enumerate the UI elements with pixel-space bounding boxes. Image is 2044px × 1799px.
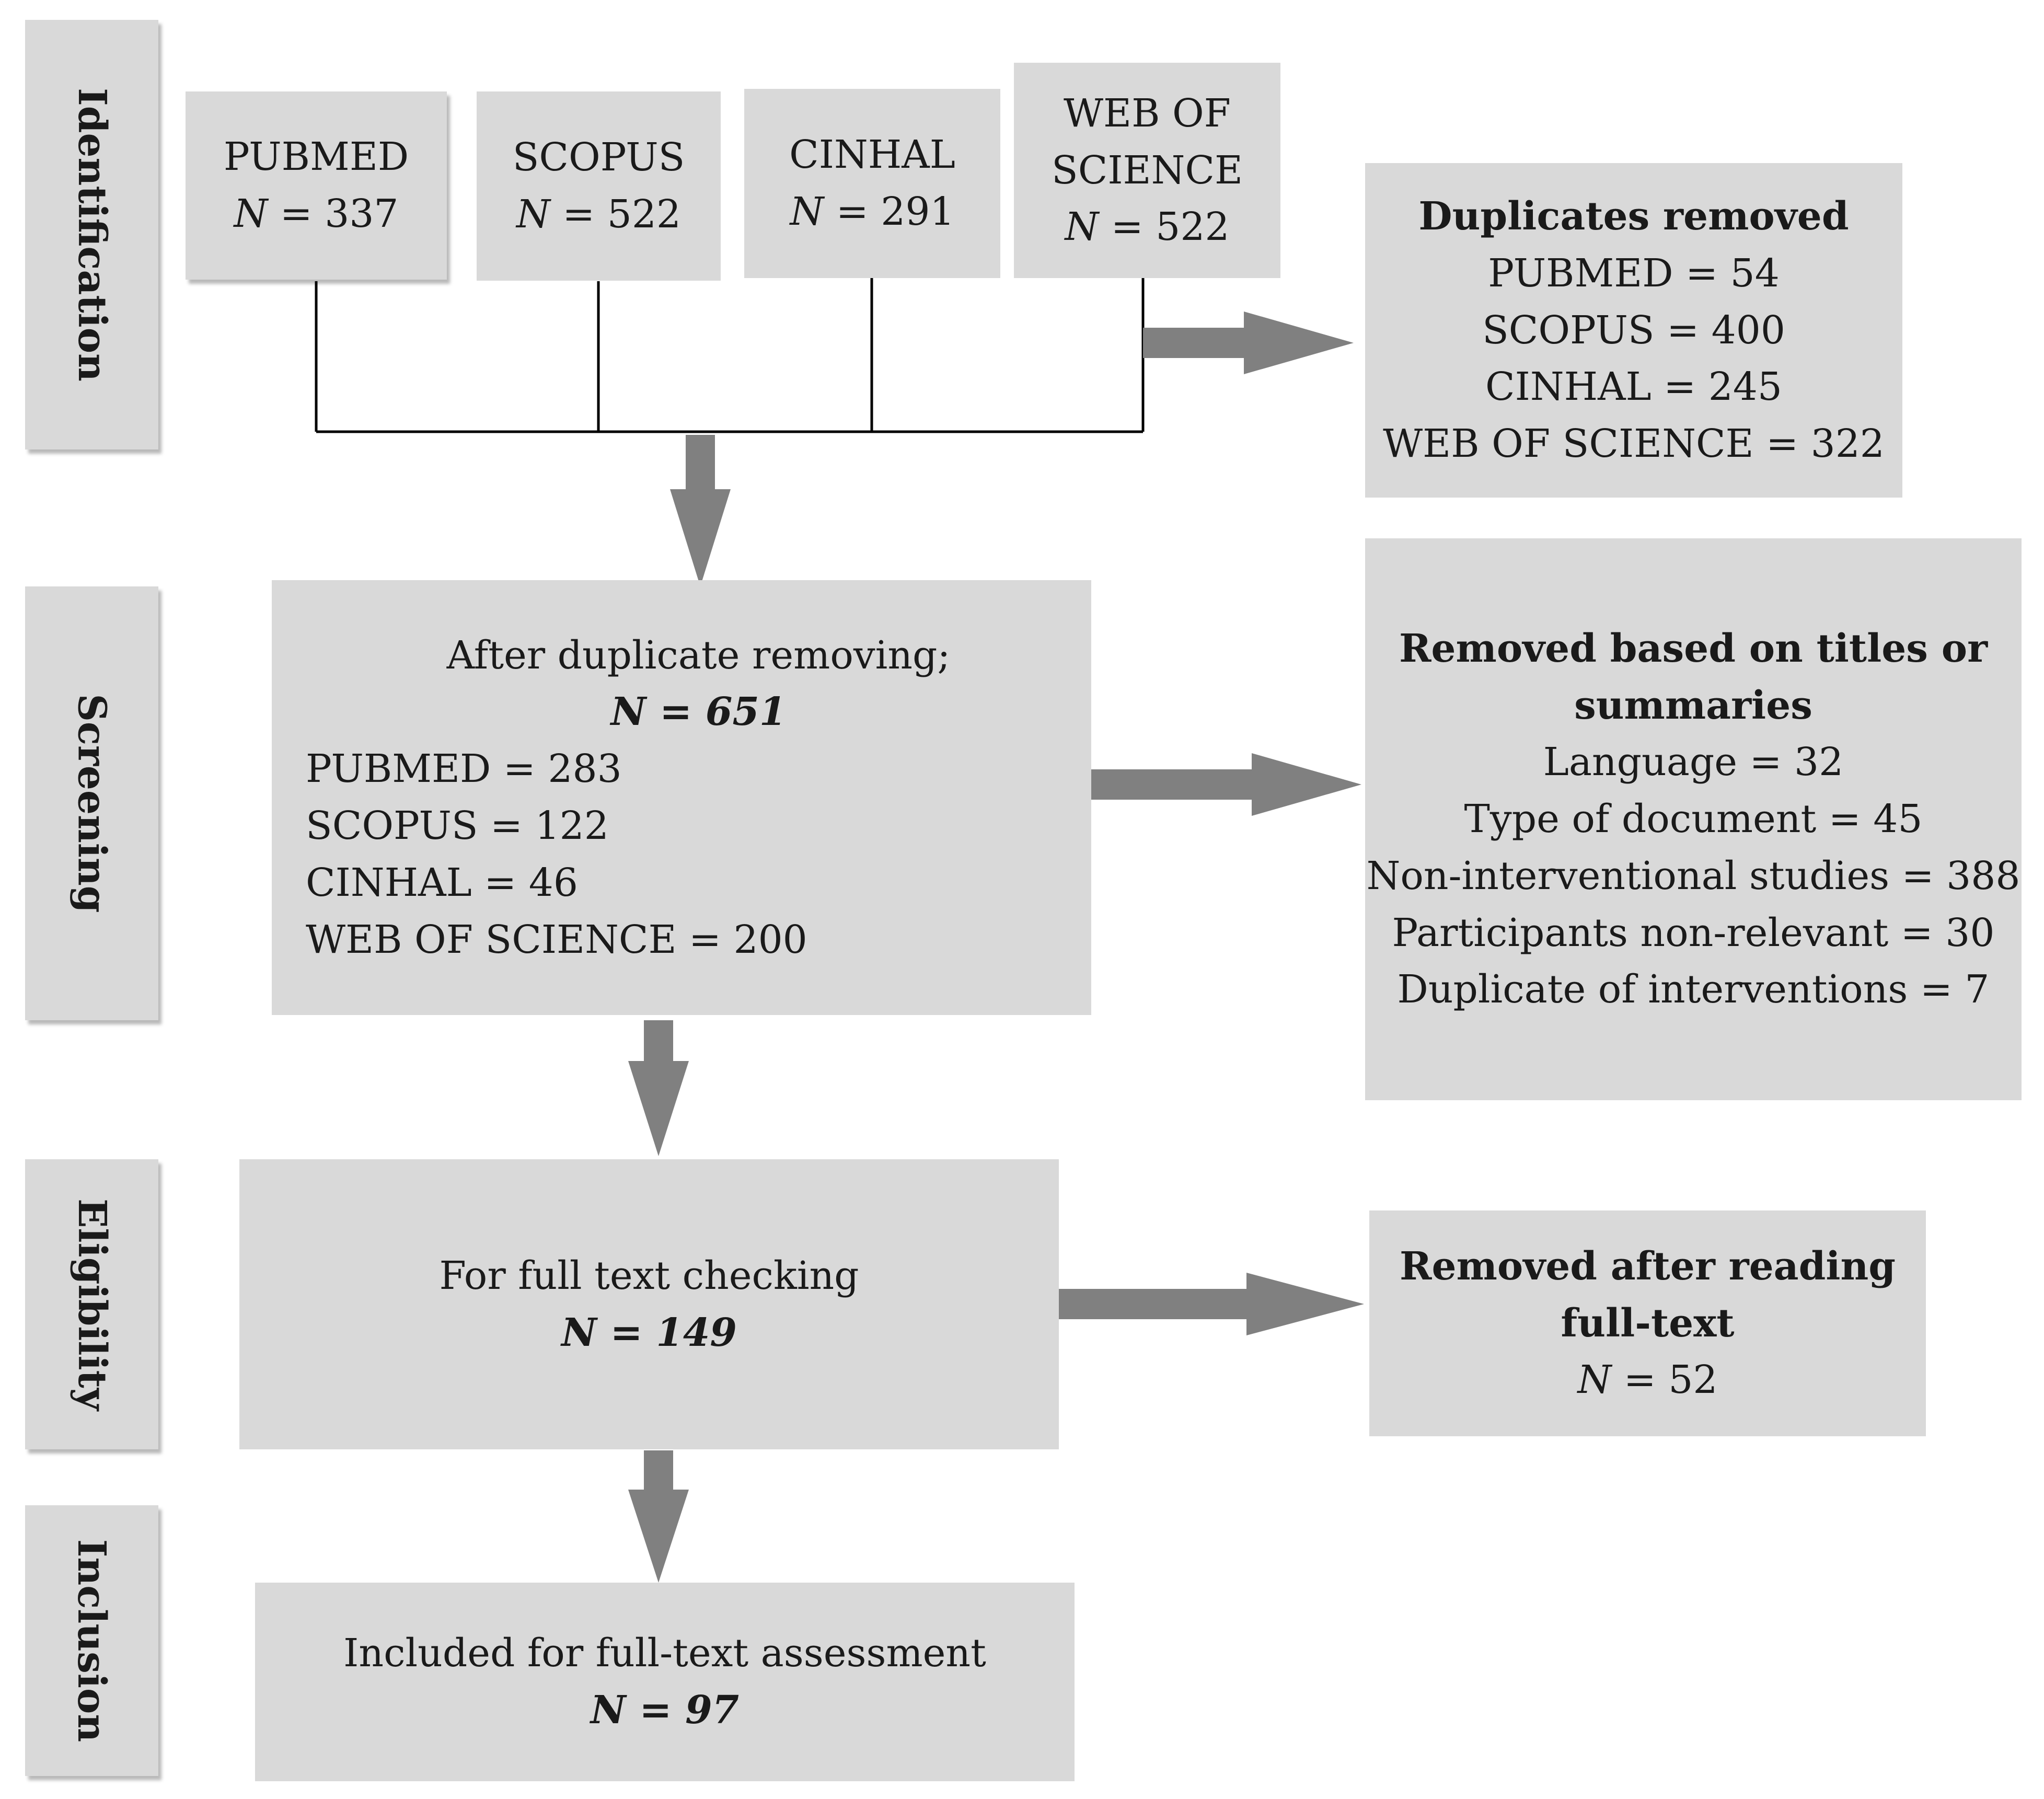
removed-titles-line: Duplicate of interventions = 7 (1397, 967, 1990, 1012)
stage-eligibility: Eligibility (25, 1159, 158, 1449)
source-box-pubmed: PUBMED N = 337 (186, 91, 447, 280)
removed-fulltext-count: N = 52 (1577, 1357, 1718, 1403)
arrow-right-removed-titles (1091, 753, 1361, 816)
source-count: N = 522 (516, 192, 682, 237)
full-text-box: For full text checking N = 149 (239, 1159, 1059, 1449)
arrow-down-to-screening (670, 435, 731, 586)
after-duplicates-line: CINHAL = 46 (306, 860, 578, 905)
duplicates-removed-box: Duplicates removed PUBMED = 54 SCOPUS = … (1365, 163, 1902, 498)
arrow-right-removed-fulltext (1058, 1273, 1364, 1335)
removed-titles-line: Participants non-relevant = 30 (1392, 910, 1995, 955)
duplicates-title: Duplicates removed (1418, 194, 1849, 239)
after-duplicates-title: After duplicate removing; (446, 632, 951, 678)
stage-screening-label: Screening (69, 694, 114, 913)
included-box: Included for full-text assessment N = 97 (255, 1583, 1075, 1781)
stage-inclusion-label: Inclusion (69, 1539, 114, 1743)
after-duplicates-box: After duplicate removing; N = 651 PUBMED… (272, 580, 1091, 1015)
after-duplicates-total: N = 651 (610, 689, 787, 735)
stage-identification-label: Identification (69, 88, 114, 382)
removed-fulltext-title-line1: Removed after reading (1399, 1243, 1896, 1289)
arrow-down-to-eligibility (628, 1020, 689, 1156)
source-box-cinhal: CINHAL N = 291 (744, 89, 1000, 278)
arrow-right-duplicates (1143, 312, 1354, 374)
source-box-web-of-science: WEB OF SCIENCE N = 522 (1014, 63, 1280, 278)
removed-titles-line: Type of document = 45 (1464, 797, 1923, 842)
after-duplicates-line: PUBMED = 283 (306, 746, 622, 792)
arrow-down-to-inclusion (628, 1450, 689, 1583)
source-name: CINHAL (789, 132, 955, 178)
stage-identification: Identification (25, 20, 158, 449)
after-duplicates-line: WEB OF SCIENCE = 200 (306, 917, 807, 962)
removed-titles-title-line1: Removed based on titles or (1399, 626, 1988, 671)
source-count: N = 337 (234, 191, 399, 236)
source-name: PUBMED (223, 134, 409, 180)
duplicates-line: SCOPUS = 400 (1482, 307, 1785, 353)
removed-titles-line: Language = 32 (1543, 740, 1844, 785)
duplicates-line: CINHAL = 245 (1485, 364, 1782, 410)
removed-titles-line: Non-interventional studies = 388 (1366, 853, 2020, 898)
removed-fulltext-box: Removed after reading full-text N = 52 (1369, 1210, 1926, 1436)
source-connector-lines (315, 278, 1145, 433)
source-name-line1: WEB OF (1064, 90, 1231, 136)
included-total: N = 97 (590, 1688, 740, 1733)
removed-fulltext-title-line2: full-text (1561, 1300, 1735, 1346)
duplicates-line: PUBMED = 54 (1488, 250, 1780, 296)
source-count: N = 522 (1065, 204, 1230, 250)
included-title: Included for full-text assessment (343, 1631, 986, 1676)
stage-eligibility-label: Eligibility (69, 1198, 114, 1411)
source-name-line2: SCIENCE (1052, 147, 1243, 193)
source-name: SCOPUS (512, 135, 685, 180)
removed-titles-box: Removed based on titles or summaries Lan… (1365, 538, 2022, 1100)
duplicates-line: WEB OF SCIENCE = 322 (1383, 421, 1885, 467)
after-duplicates-line: SCOPUS = 122 (306, 803, 609, 848)
source-box-scopus: SCOPUS N = 522 (477, 91, 721, 281)
full-text-title: For full text checking (439, 1253, 859, 1298)
source-count: N = 291 (790, 189, 955, 234)
stage-inclusion: Inclusion (25, 1505, 158, 1776)
stage-screening: Screening (25, 586, 158, 1020)
full-text-total: N = 149 (561, 1310, 737, 1355)
removed-titles-title-line2: summaries (1574, 683, 1812, 728)
